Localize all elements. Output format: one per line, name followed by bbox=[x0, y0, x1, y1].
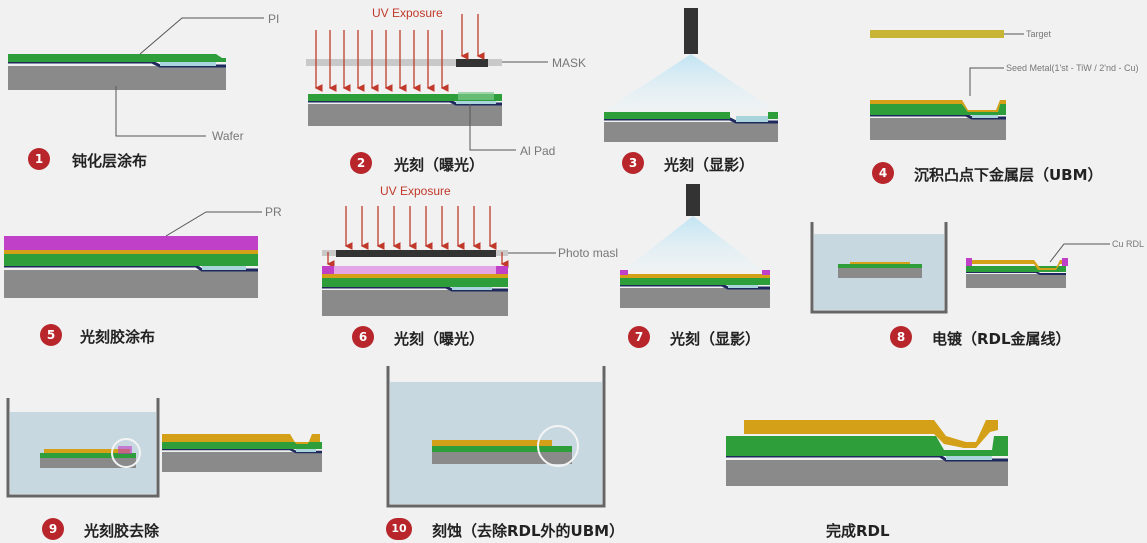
step-badge-2: 2 bbox=[350, 152, 372, 174]
label-pi: PI bbox=[268, 12, 280, 26]
step1-stack bbox=[8, 17, 264, 137]
step6-illustration bbox=[322, 206, 556, 316]
label-al-pad: Al Pad bbox=[520, 144, 556, 158]
step8-illustration bbox=[810, 222, 1110, 314]
step-title-1: 钝化层涂布 bbox=[72, 152, 148, 170]
step9-illustration bbox=[6, 398, 322, 498]
final-illustration bbox=[726, 420, 1008, 486]
step-title-10: 刻蚀（去除RDL外的UBM） bbox=[432, 522, 625, 540]
step-title-5: 光刻胶涂布 bbox=[80, 328, 156, 346]
label-seed-metal: Seed Metal(1'st - TiW / 2'nd - Cu) bbox=[1006, 63, 1139, 73]
step-badge-6: 6 bbox=[352, 326, 374, 348]
step-title-2: 光刻（曝光） bbox=[394, 156, 485, 174]
step2-illustration bbox=[306, 14, 548, 151]
step-title-8: 电镀（RDL金属线） bbox=[932, 330, 1071, 348]
label-mask: MASK bbox=[552, 56, 587, 70]
step-badge-10: 10 bbox=[386, 518, 412, 540]
step-badge-4: 4 bbox=[872, 162, 894, 184]
step3-illustration bbox=[604, 8, 778, 142]
step5-illustration bbox=[4, 211, 262, 298]
step-title-4: 沉积凸点下金属层（UBM） bbox=[914, 166, 1103, 184]
step-badge-1: 1 bbox=[28, 148, 50, 170]
label-cu-rdl: Cu RDL bbox=[1112, 239, 1145, 249]
label-wafer: Wafer bbox=[212, 129, 244, 143]
step-title-6: 光刻（曝光） bbox=[394, 330, 485, 348]
step-badge-5: 5 bbox=[40, 324, 62, 346]
step-badge-8: 8 bbox=[890, 326, 912, 348]
label-photo-mask: Photo masl bbox=[558, 246, 619, 260]
label-uv-exposure-2: UV Exposure bbox=[380, 184, 451, 198]
step-title-7: 光刻（显影） bbox=[670, 330, 761, 348]
step4-illustration bbox=[870, 30, 1024, 140]
final-title: 完成RDL bbox=[826, 522, 890, 540]
step10-illustration bbox=[386, 366, 606, 508]
step-badge-9: 9 bbox=[42, 518, 64, 540]
label-pr: PR bbox=[265, 205, 282, 219]
label-uv-exposure-1: UV Exposure bbox=[372, 6, 443, 20]
step7-illustration bbox=[620, 184, 770, 308]
step-badge-7: 7 bbox=[628, 326, 650, 348]
step-title-9: 光刻胶去除 bbox=[84, 522, 160, 540]
step-badge-3: 3 bbox=[622, 152, 644, 174]
label-target: Target bbox=[1026, 29, 1052, 39]
step-title-3: 光刻（显影） bbox=[664, 156, 755, 174]
